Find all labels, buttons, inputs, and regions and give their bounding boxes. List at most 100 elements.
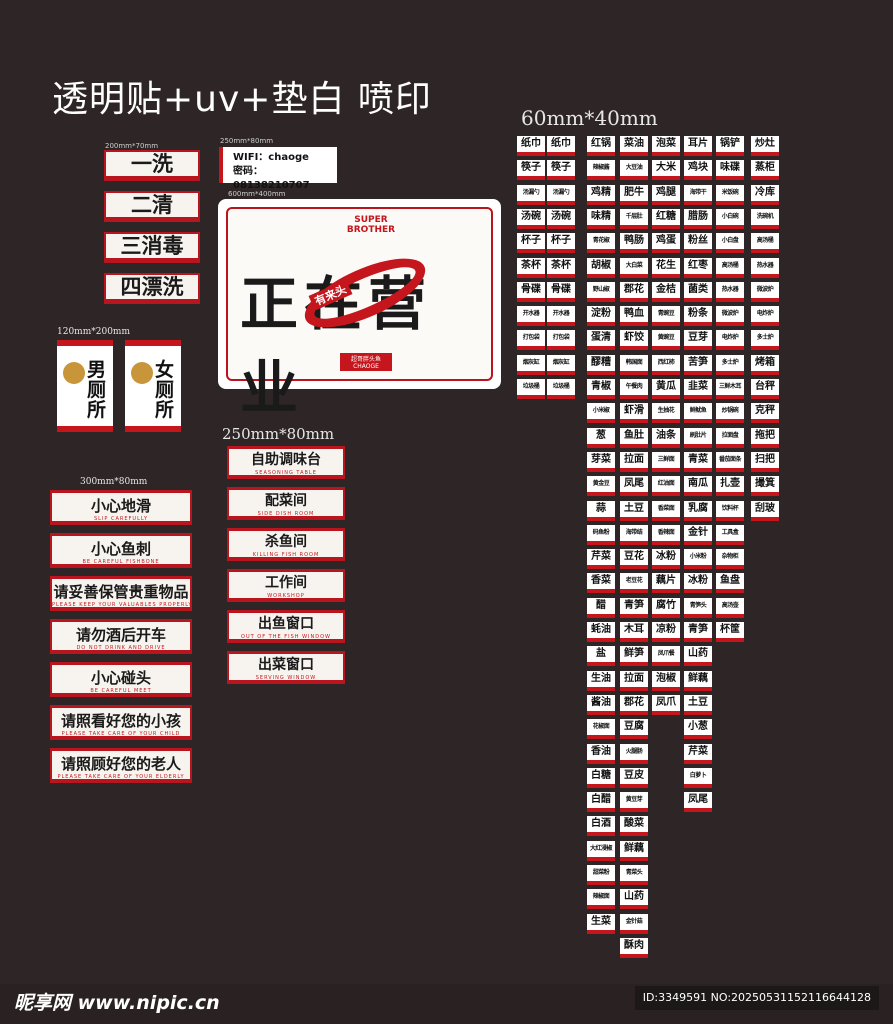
label-tile: 山药: [684, 646, 712, 667]
label-tile: 鸡块: [684, 160, 712, 181]
wash-sign-text: 二清: [131, 193, 173, 217]
label-tile: 芹菜: [587, 549, 615, 570]
wifi-name: WIFI：chaoge: [233, 152, 309, 163]
label-tile: 鸭血: [620, 306, 648, 327]
label-tile: 鲜藕: [684, 670, 712, 691]
label-tile: 肥牛: [620, 184, 648, 205]
label-tile: 山药: [620, 889, 648, 910]
label-tile: 鸭肠: [620, 233, 648, 254]
label-tile: 扎壶: [716, 476, 744, 497]
label-tile: 骨碟: [517, 281, 545, 302]
wash-sign-text: 三消毒: [120, 234, 184, 258]
label-tile: 微波炉: [716, 306, 744, 327]
notice-sign-text: 小心鱼刺: [90, 540, 151, 558]
label-tile: 粉丝: [684, 233, 712, 254]
label-tile: 蛋清: [587, 330, 615, 351]
label-tile: 大红浸椒: [587, 840, 615, 861]
label-tile: 筷子: [547, 160, 575, 181]
label-tile: 大白菜: [620, 257, 648, 278]
room-sign-en: OUT OF THE FISH WINDOW: [241, 634, 331, 640]
label-tile: 高汤壶: [716, 597, 744, 618]
label-tile: 酥肉: [620, 937, 648, 958]
label-tile: 泡椒: [652, 670, 680, 691]
size-label: 200mm*70mm: [105, 142, 159, 150]
label-tile: 三鲜木耳: [716, 379, 744, 399]
label-tile: 青菜: [684, 451, 712, 472]
notice-sign-en: PLEASE TAKE CARE OF YOUR ELDERLY: [57, 774, 185, 780]
mens-restroom-sign: 男厕所: [57, 340, 113, 432]
watermark-logo: 昵享网 www.nipic.cn: [14, 992, 220, 1014]
label-tile: 午餐肉: [620, 379, 648, 399]
label-tile: 白糖: [587, 767, 615, 788]
restroom-label: 女厕所: [155, 359, 175, 421]
notice-sign-en: BE CAREFUL MEET: [90, 688, 152, 694]
label-tile: 海带干: [684, 184, 712, 205]
label-tile: 克秤: [751, 403, 779, 424]
label-tile: 老豆花: [620, 573, 648, 594]
notice-sign-en: PLEASE KEEP YOUR VALUABLES PROPERLY: [52, 602, 192, 608]
label-tile: 热水器: [751, 257, 779, 278]
label-tile: 辣椒面: [587, 889, 615, 910]
label-tile: 郡花: [620, 694, 648, 715]
label-tile: 炒锅碗: [716, 403, 744, 424]
label-tile: 生菜: [587, 913, 615, 934]
label-tile: 纸巾: [547, 136, 575, 156]
label-tile: 生抽花: [652, 403, 680, 424]
wash-sign-text: 四漂洗: [120, 275, 184, 299]
label-tile: 土豆: [684, 694, 712, 715]
label-tile: 开水器: [547, 306, 575, 327]
label-tile: 鸡腿: [652, 184, 680, 205]
label-tile: 油条: [652, 427, 680, 448]
label-tile: 青花椒: [587, 233, 615, 254]
label-tile: 金桔: [652, 281, 680, 302]
size-label: 600mm*400mm: [228, 190, 286, 198]
notice-sign-en: SLIP CAREFULLY: [93, 516, 149, 522]
notice-sign-en: PLEASE TAKE CARE OF YOUR CHILD: [61, 731, 181, 737]
label-tile: 电炸炉: [716, 330, 744, 351]
label-tile: 拖把: [751, 427, 779, 448]
label-tile: 汤漏勺: [517, 184, 545, 205]
label-tile: 豆腐: [620, 719, 648, 740]
label-tile: 苦笋: [684, 354, 712, 375]
label-tile: 青笋: [620, 597, 648, 618]
label-tile: 热水器: [716, 281, 744, 302]
label-tile: 茶杯: [517, 257, 545, 278]
wash-sign: 三消毒: [104, 232, 200, 263]
label-tile: 锅铲: [716, 136, 744, 156]
label-tile: 拉面: [620, 451, 648, 472]
label-tile: 冰粉: [684, 573, 712, 594]
notice-sign-text: 请妥善保管贵重物品: [53, 583, 189, 601]
label-tile: 微波炉: [751, 281, 779, 302]
label-tile: 土豆: [620, 500, 648, 521]
room-sign-text: 工作间: [265, 575, 307, 591]
label-tile: 粉条: [684, 306, 712, 327]
label-tile: 杯子: [517, 233, 545, 254]
label-tile: 花椒面: [587, 719, 615, 740]
label-tile: 白酒: [587, 816, 615, 837]
restroom-icon: [131, 362, 153, 384]
label-tile: 菌类: [684, 281, 712, 302]
page-heading: 透明贴+uv+垫白 喷印: [52, 79, 432, 120]
label-tile: 木耳: [620, 622, 648, 642]
label-tile: 鲜笋: [620, 646, 648, 667]
label-tile: 生油: [587, 670, 615, 691]
room-sign-en: KILLING FISH ROOM: [252, 552, 320, 558]
label-tile: 火腿肠: [620, 743, 648, 764]
label-tile: 金针菇: [620, 913, 648, 934]
label-tile: 酸菜: [620, 816, 648, 837]
notice-sign-text: 请勿酒后开车: [75, 626, 166, 644]
label-tile: 黄豌豆: [652, 330, 680, 351]
label-tile: 凤爪: [652, 694, 680, 715]
size-label: 120mm*200mm: [57, 327, 130, 337]
label-tile: 白萝卜: [684, 767, 712, 788]
label-tile: 红糖: [652, 208, 680, 229]
label-tile: 拉面: [620, 670, 648, 691]
label-tile: 凤尾: [620, 476, 648, 497]
label-tile: 打包袋: [547, 330, 575, 351]
